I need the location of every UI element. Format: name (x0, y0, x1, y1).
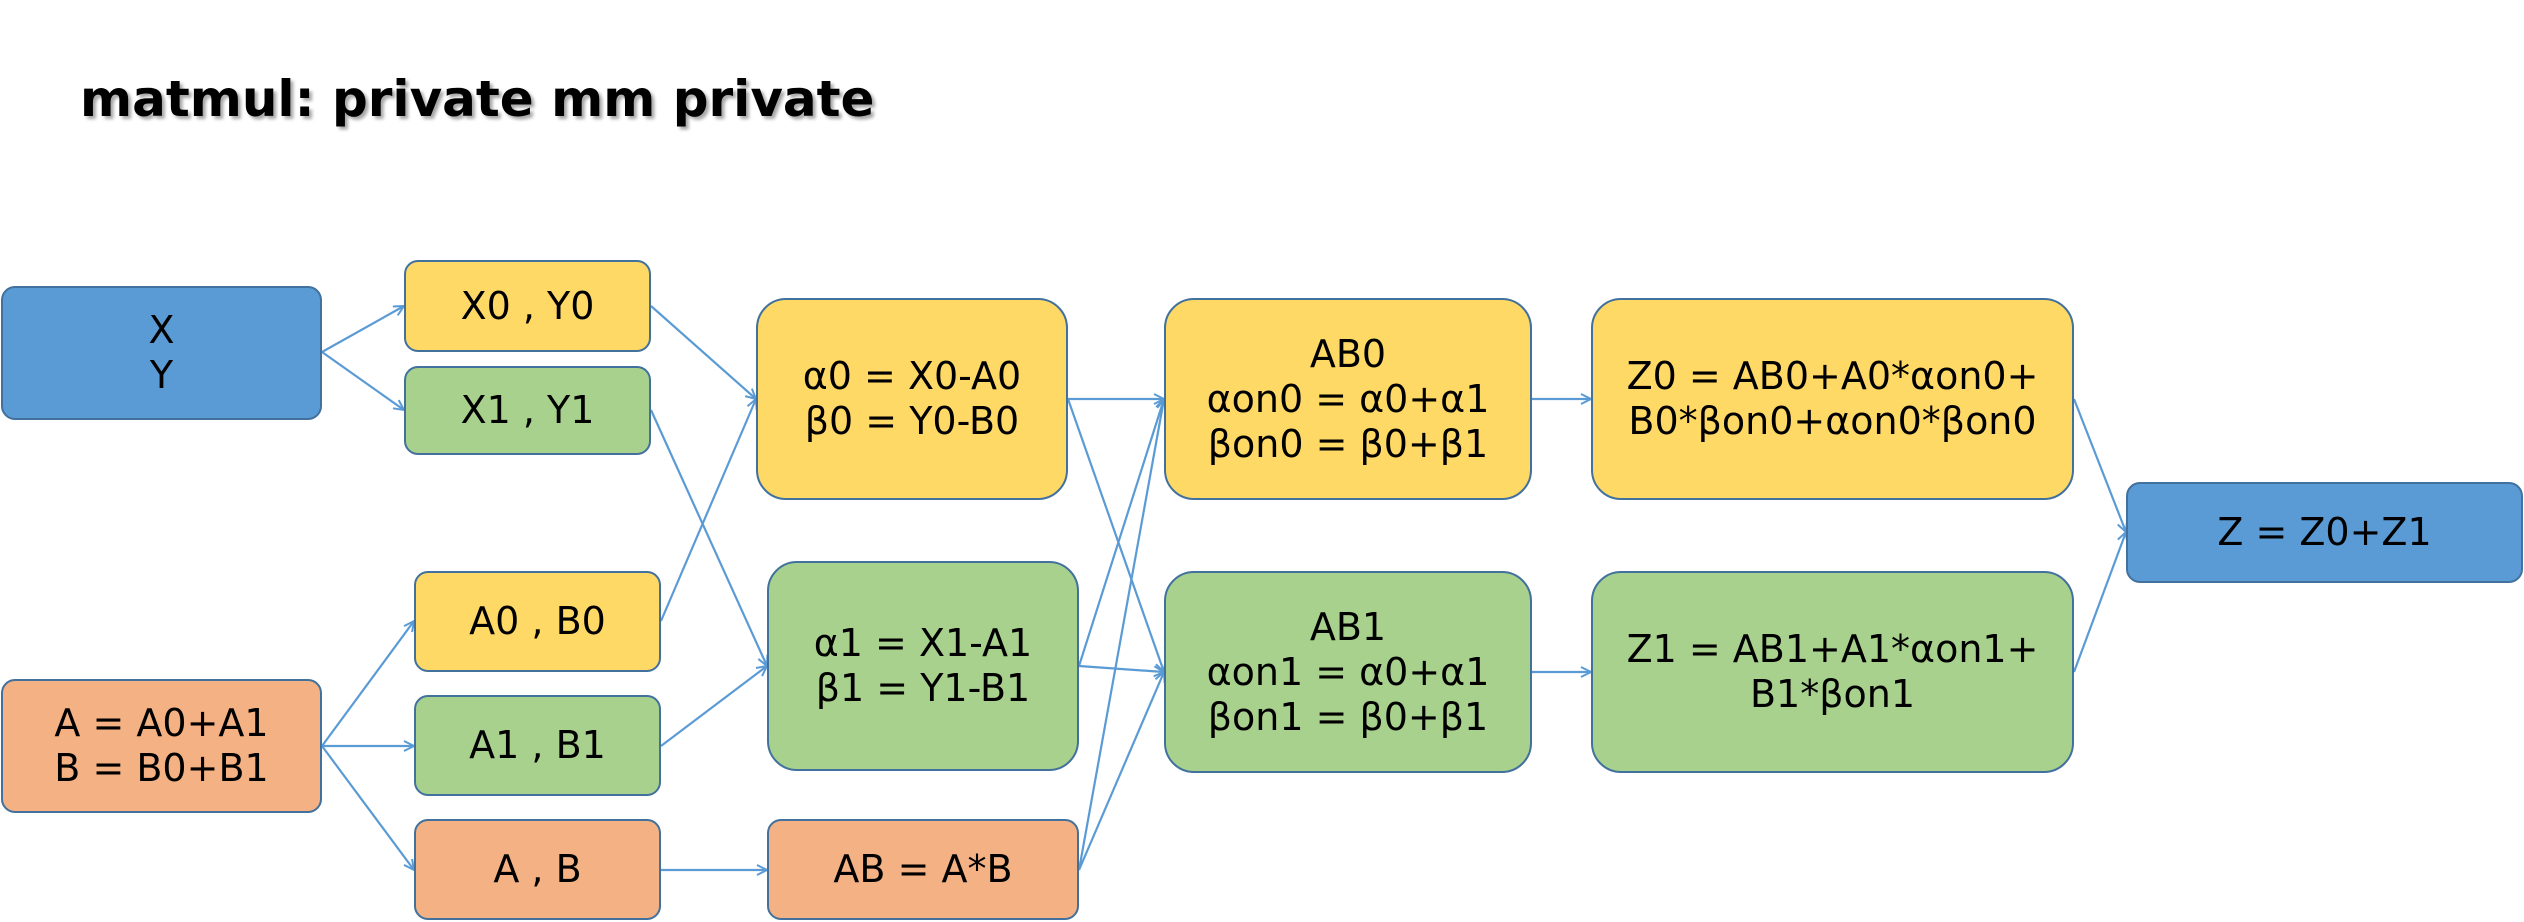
edge-xy-to-x1y1 (321, 351, 404, 410)
edge-alpha1-to-ab0 (1077, 399, 1164, 667)
node-xy: X Y (1, 286, 322, 420)
node-a-b: A , B (414, 819, 661, 920)
edge-alpha0-to-ab1 (1066, 398, 1164, 672)
node-z0: Z0 = AB0+A0*αon0+ B0*βon0+αon0*βon0 (1591, 298, 2074, 500)
node-ab-sum: A = A0+A1 B = B0+B1 (1, 679, 322, 813)
node-z: Z = Z0+Z1 (2126, 482, 2523, 583)
edge-abprod-to-ab1 (1077, 672, 1164, 871)
node-a1b1: A1 , B1 (414, 695, 661, 796)
node-a0b0-label: A0 , B0 (469, 599, 606, 643)
edge-z0-to-z (2072, 398, 2126, 532)
node-a-b-label: A , B (493, 847, 582, 891)
node-alpha0: α0 = X0-A0 β0 = Y0-B0 (756, 298, 1068, 500)
node-z-label: Z = Z0+Z1 (2217, 510, 2432, 554)
node-xy-label: X Y (148, 308, 175, 397)
node-x1y1-label: X1 , Y1 (460, 388, 595, 432)
edge-alpha1-to-ab1 (1078, 664, 1164, 672)
edge-x1y1-to-alpha1 (649, 409, 767, 666)
node-a1b1-label: A1 , B1 (469, 723, 606, 767)
node-ab-prod: AB = A*B (767, 819, 1079, 920)
edge-z1-to-z (2072, 532, 2126, 673)
edge-a0b0-to-alpha0 (659, 399, 756, 622)
edge-abprod-to-ab0 (1077, 399, 1164, 871)
edge-a1b1-to-alpha1 (660, 666, 767, 747)
node-ab1: AB1 αon1 = α0+α1 βon1 = β0+β1 (1164, 571, 1532, 773)
node-alpha1: α1 = X1-A1 β1 = Y1-B1 (767, 561, 1079, 771)
node-x0y0: X0 , Y0 (404, 260, 651, 352)
node-a0b0: A0 , B0 (414, 571, 661, 672)
node-x1y1: X1 , Y1 (404, 366, 651, 455)
edge-absum-to-ab (321, 745, 414, 870)
edge-xy-to-x0y0 (321, 306, 404, 353)
node-ab0: AB0 αon0 = α0+α1 βon0 = β0+β1 (1164, 298, 1532, 500)
node-z1-label: Z1 = AB1+A1*αon1+ B1*βon1 (1626, 627, 2039, 716)
node-ab0-label: AB0 αon0 = α0+α1 βon0 = β0+β1 (1206, 331, 1490, 466)
node-alpha0-label: α0 = X0-A0 β0 = Y0-B0 (802, 354, 1022, 443)
node-alpha1-label: α1 = X1-A1 β1 = Y1-B1 (813, 621, 1033, 710)
edge-absum-to-a0b0 (321, 621, 414, 747)
edge-x0y0-to-alpha0 (650, 305, 756, 399)
node-ab-sum-label: A = A0+A1 B = B0+B1 (54, 701, 269, 790)
node-ab1-label: AB1 αon1 = α0+α1 βon1 = β0+β1 (1206, 604, 1490, 739)
node-z1: Z1 = AB1+A1*αon1+ B1*βon1 (1591, 571, 2074, 773)
node-z0-label: Z0 = AB0+A0*αon0+ B0*βon0+αon0*βon0 (1626, 354, 2039, 443)
page-title: matmul: private mm private (80, 70, 875, 128)
node-x0y0-label: X0 , Y0 (460, 283, 595, 328)
node-ab-prod-label: AB = A*B (833, 847, 1013, 891)
